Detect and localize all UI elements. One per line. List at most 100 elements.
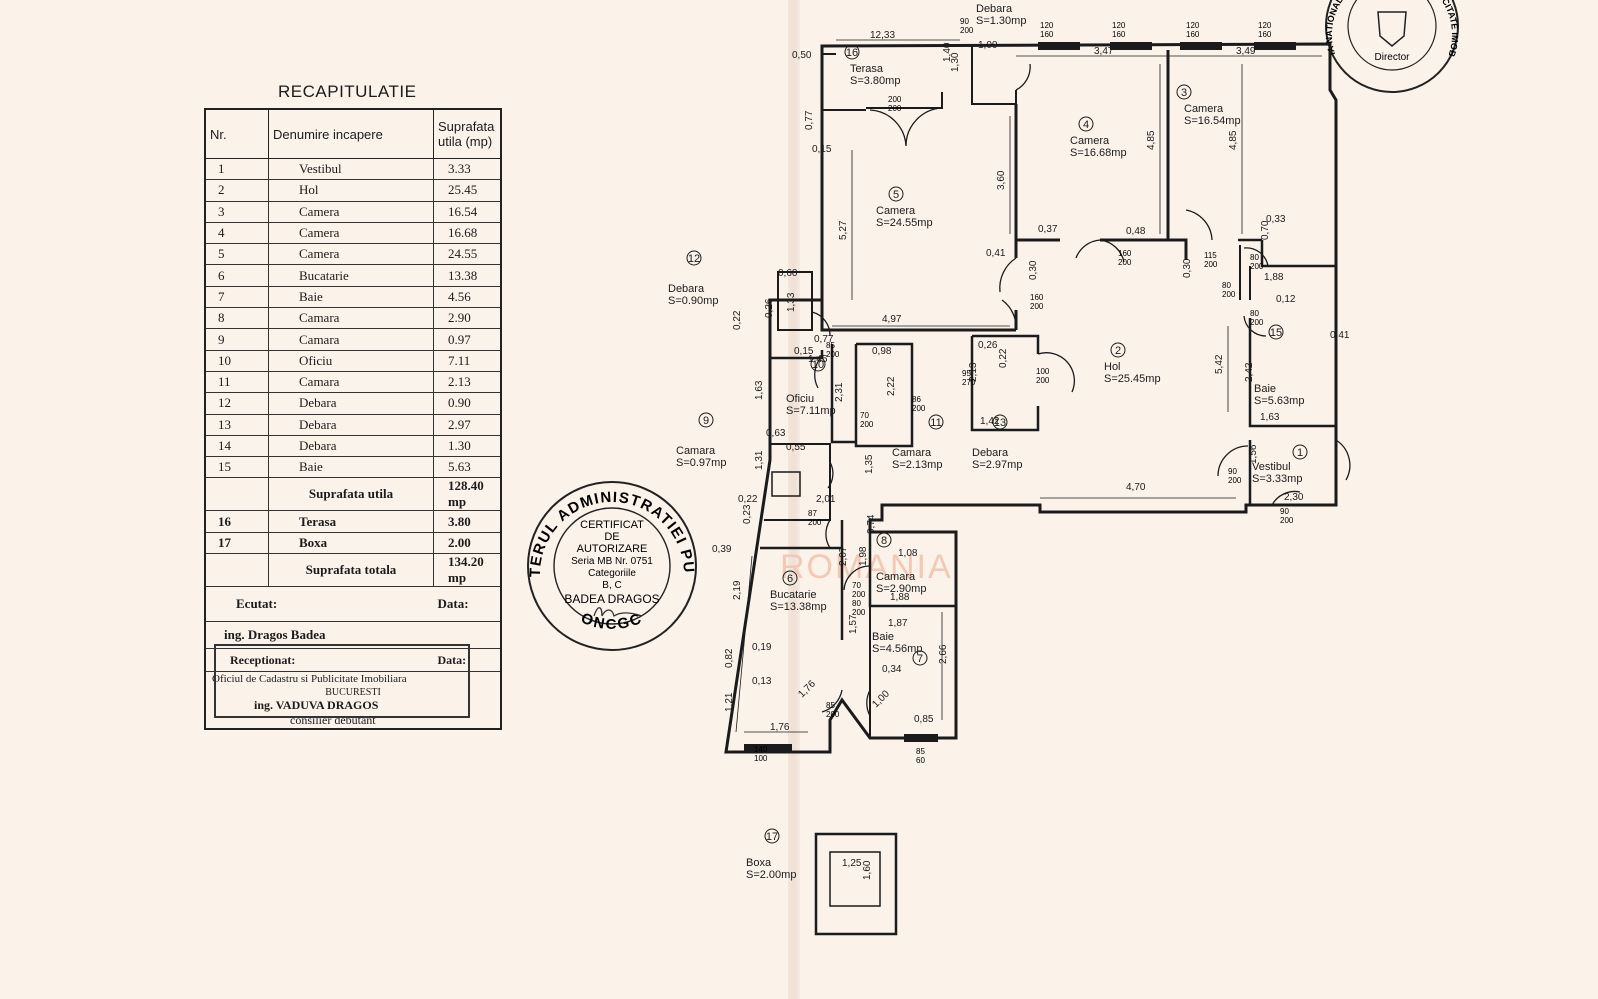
row-name: Debara [268, 435, 434, 458]
door-size-label: 120 [1258, 21, 1272, 30]
row-nr: 15 [205, 456, 269, 479]
row-nr: 10 [205, 350, 269, 372]
door-size-label: 160 [1258, 30, 1272, 39]
cadastre-stamp: AGENTIA NATIONALA DE CADASTRU SI PUBLICI… [1324, 0, 1460, 93]
dimension-label: 0,48 [1126, 226, 1146, 237]
room-number-circle [912, 650, 928, 666]
door-size-label: 200 [960, 26, 974, 35]
windows [744, 42, 1296, 752]
room-number-circle [782, 570, 798, 586]
room-area: S=16.68mp [1070, 147, 1127, 159]
row-nr: 17 [205, 532, 269, 555]
dimension-label: 0,70 [1260, 220, 1271, 240]
room-area: S=2.13mp [892, 459, 942, 471]
row-name: Camara [268, 307, 434, 330]
door-size-label: 200 [808, 518, 822, 527]
row-nr: 12 [205, 392, 269, 415]
header-area: Suprafata utila (mp) [433, 108, 502, 159]
door-size-label: 200 [1250, 262, 1264, 271]
row-name: Camara [268, 371, 434, 394]
row-nr: 6 [205, 264, 269, 287]
dimension-label: 0,22 [738, 494, 758, 505]
door-size-label: 160 [1112, 30, 1126, 39]
recap-row: 12 Debara 0.90 [205, 392, 501, 415]
dimension-label: 1,63 [754, 380, 765, 400]
dimension-label: 1,45 [808, 354, 828, 365]
row-area: 16.68 [433, 222, 501, 245]
dimension-label: 1,00 [870, 688, 892, 710]
door-size-label: 85 [826, 341, 835, 350]
room-area: S=5.63mp [1254, 395, 1304, 407]
recap-row: 6 Bucatarie 13.38 [205, 264, 501, 287]
room-number-circle [764, 828, 780, 844]
room-name: Camera [1184, 103, 1224, 115]
dimension-label: 2,19 [732, 580, 743, 600]
dimension-label: 1,88 [1264, 272, 1284, 283]
door-size-label: 200 [888, 95, 902, 104]
row-area: 4.56 [433, 286, 501, 309]
room-area: S=0.97mp [676, 457, 726, 469]
room-number-circle [844, 44, 860, 60]
row-nr: 5 [205, 243, 269, 266]
dimension-label: 1,00 [978, 40, 998, 51]
executat-label: Ecutat: [205, 586, 434, 623]
room-number: 15 [1270, 327, 1282, 339]
door-size-label: 95 [962, 369, 971, 378]
recap-row: 13 Debara 2.97 [205, 414, 501, 436]
dimension-label: 0,33 [1266, 214, 1286, 225]
row-area: 1.30 [433, 435, 501, 458]
room-number: 16 [846, 47, 858, 59]
row-name: Camera [268, 201, 434, 223]
room-area: S=4.56mp [872, 643, 922, 655]
stamp-line-6: B, C [602, 580, 621, 591]
room-name: Oficiu [786, 393, 814, 405]
dimension-lines [735, 39, 1322, 733]
dimension-label: 2,31 [834, 382, 845, 402]
row-nr: 14 [205, 435, 269, 458]
dimension-label: 1,31 [754, 450, 765, 470]
room-number: 6 [787, 573, 793, 585]
dimension-label: 0,13 [752, 676, 772, 687]
dimension-label: 4,97 [882, 314, 902, 325]
door-size-label: 100 [754, 754, 768, 763]
room-name: Camara [892, 447, 932, 459]
row-area: 0.97 [433, 328, 501, 351]
door-size-label: 115 [1204, 251, 1217, 260]
stamp-line-1: CERTIFICAT [580, 519, 644, 531]
door-size-label: 160 [1118, 249, 1132, 258]
door-size-label: 86 [912, 395, 921, 404]
dimension-label: 1,63 [1260, 412, 1280, 423]
row-area: 3.80 [433, 510, 501, 533]
room-area: S=2.00mp [746, 869, 796, 881]
receptor-name: ing. VADUVA DRAGOS [254, 698, 379, 713]
dimension-label: 1,76 [796, 678, 818, 700]
dimension-label: 0,63 [766, 428, 786, 439]
room-area: S=2.97mp [972, 459, 1022, 471]
room-area: S=16.54mp [1184, 115, 1241, 127]
door-size-label: 90 [1280, 507, 1289, 516]
row-area: 24.55 [433, 243, 501, 266]
recap-row: 14 Debara 1.30 [205, 435, 501, 458]
door-size-label: 80 [1250, 253, 1259, 262]
room-area: S=7.11mp [786, 405, 836, 417]
door-size-label: 200 [826, 710, 840, 719]
dimension-label: 0,77 [804, 110, 815, 130]
row-name: Terasa [268, 510, 434, 533]
room-number: 3 [1181, 87, 1187, 99]
room-number: 2 [1115, 345, 1121, 357]
recap-row: 15 Baie 5.63 [205, 456, 501, 479]
room-number-circle [1078, 116, 1094, 132]
door-size-label: 90 [960, 17, 969, 26]
room-number: 12 [688, 253, 700, 265]
room-name: Terasa [850, 63, 884, 75]
room-area: S=0.90mp [668, 295, 718, 307]
dimension-label: 1,21 [724, 692, 735, 712]
room-name: Bucatarie [770, 589, 816, 601]
walls [724, 42, 1338, 936]
stamp-line-4: Seria MB Nr. 0751 [571, 556, 653, 567]
room-number-circle [888, 186, 904, 202]
row-name: Oficiu [268, 350, 434, 372]
